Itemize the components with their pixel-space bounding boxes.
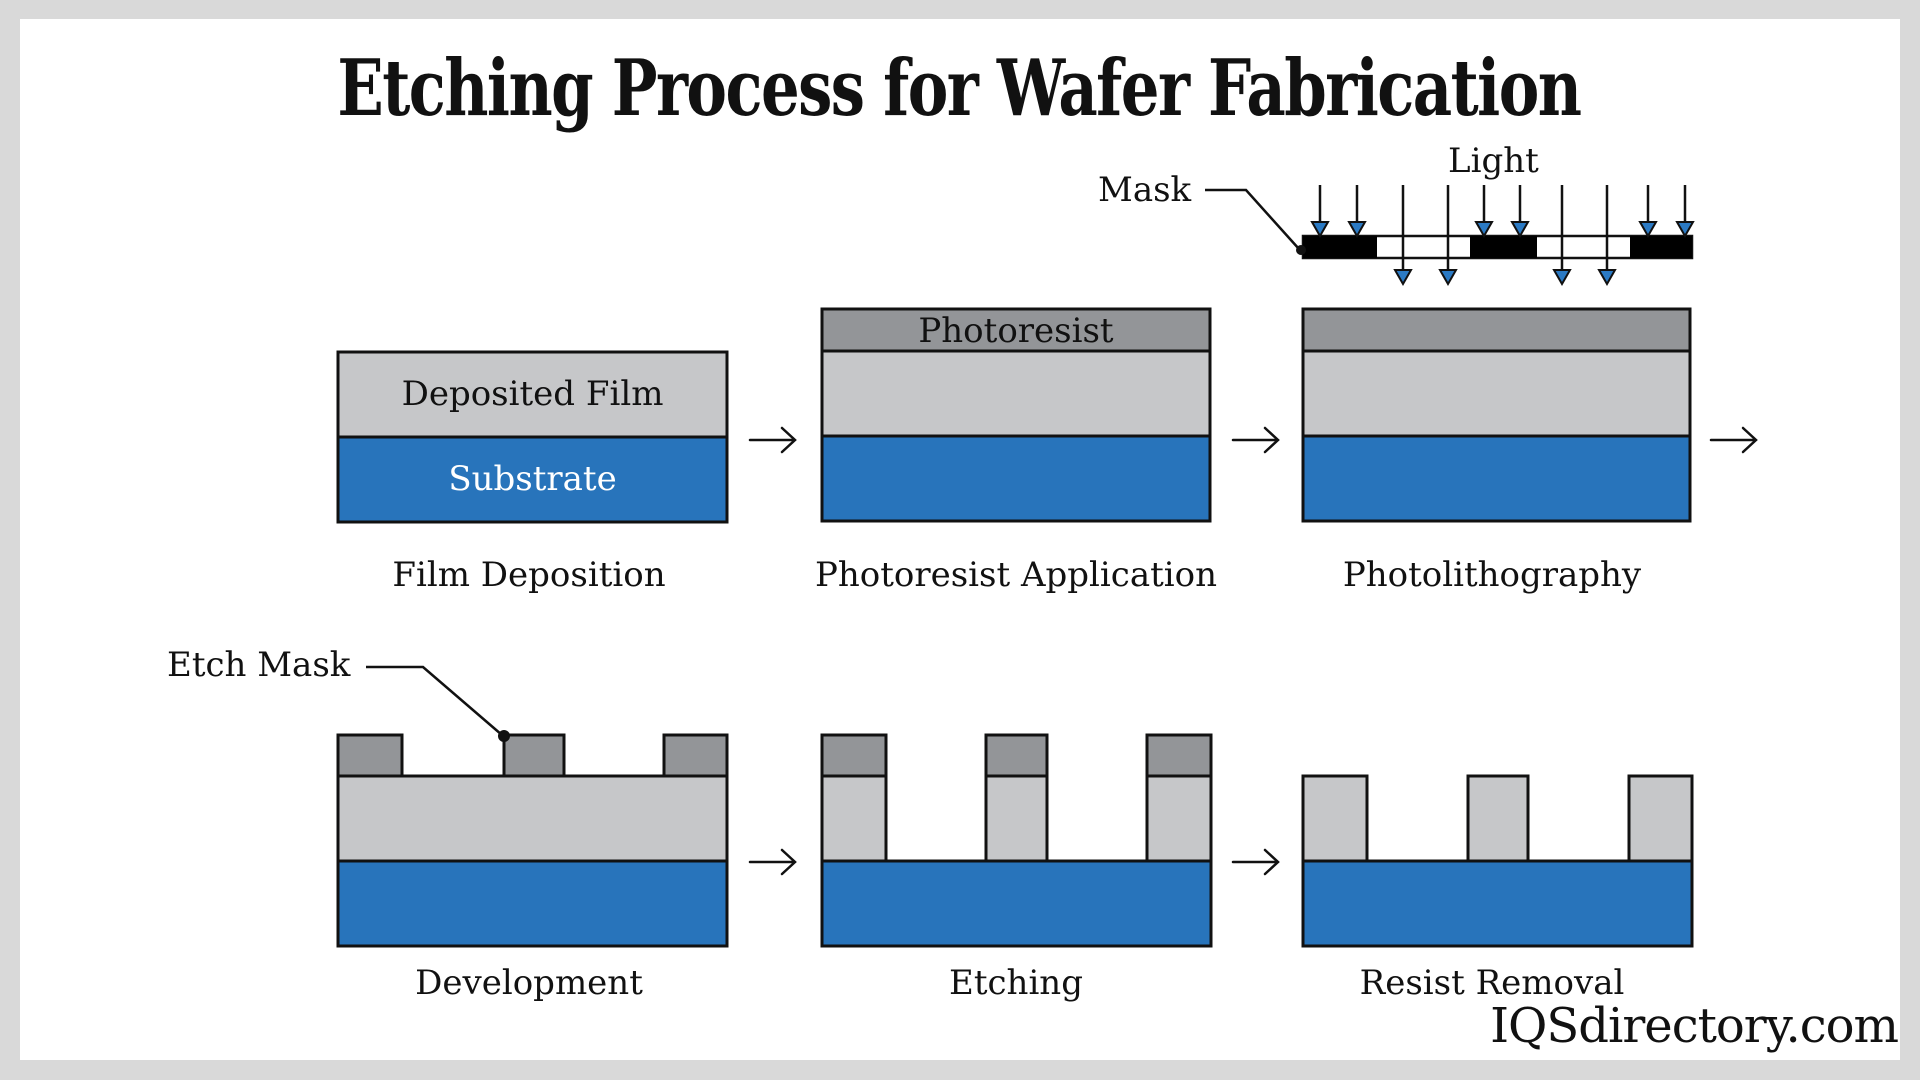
etch-mask-block	[336, 733, 404, 778]
substrate-layer	[1301, 434, 1692, 523]
right-arrow-icon	[1709, 426, 1758, 454]
etch-mask-block	[662, 733, 729, 778]
deposited-film-label: Deposited Film	[401, 374, 664, 414]
photoresist-layer	[1301, 307, 1692, 353]
passing-light-rays	[1393, 185, 1617, 287]
substrate-layer	[336, 435, 729, 524]
mask-leader-dot	[1296, 245, 1306, 255]
light-ray-arrowhead-icon	[1310, 221, 1330, 239]
film-pillar	[820, 774, 888, 863]
mask-leader-line	[1205, 188, 1300, 250]
photomask	[1301, 234, 1694, 260]
blocked-light-rays	[1310, 185, 1695, 239]
film-pillar	[1301, 774, 1369, 863]
diagram-title: Etching Process for Wafer Fabrication	[337, 43, 1582, 134]
light-ray-arrowhead-icon	[1638, 221, 1658, 239]
step-caption: Etching	[949, 963, 1083, 1003]
step-film-deposition	[336, 350, 729, 524]
etch-mask-annotation: Etch Mask	[167, 645, 351, 685]
film-pillar	[984, 774, 1049, 863]
step-caption: Film Deposition	[392, 555, 666, 595]
light-ray-arrowhead-icon	[1510, 221, 1530, 239]
mask-opaque-segment	[1303, 236, 1377, 258]
step-development	[336, 665, 729, 948]
light-ray-arrowhead-icon	[1552, 269, 1572, 287]
film-pillar	[1145, 774, 1213, 863]
photoresist-layer	[820, 307, 1212, 353]
right-arrow-icon	[748, 426, 797, 454]
light-ray-arrowhead-icon	[1474, 221, 1494, 239]
step-caption: Development	[415, 963, 643, 1003]
etch-mask-leader-dot	[498, 730, 510, 742]
substrate-layer	[820, 859, 1213, 948]
step-etching	[820, 733, 1213, 948]
step-caption: Photoresist Application	[814, 555, 1218, 595]
film-layer	[336, 774, 729, 863]
right-arrow-icon	[1231, 848, 1280, 876]
film-pillar	[1466, 774, 1530, 863]
resist-cap	[1145, 733, 1213, 778]
film-layer	[820, 349, 1212, 438]
light-annotation: Light	[1448, 141, 1539, 181]
film-pillar	[1627, 774, 1694, 863]
substrate-label: Substrate	[448, 459, 617, 499]
substrate-layer	[1301, 859, 1694, 948]
mask-opaque-segment	[1470, 236, 1537, 258]
resist-cap	[984, 733, 1049, 778]
step-caption: Photolithography	[1342, 555, 1642, 595]
right-arrow-icon	[1231, 426, 1280, 454]
step-caption: Resist Removal	[1359, 963, 1625, 1003]
substrate-layer	[820, 434, 1212, 523]
film-layer	[1301, 349, 1692, 438]
light-ray-arrowhead-icon	[1347, 221, 1367, 239]
right-arrow-icon	[748, 848, 797, 876]
mask-opaque-segment	[1630, 236, 1692, 258]
light-ray-arrowhead-icon	[1675, 221, 1695, 239]
light-ray-arrowhead-icon	[1393, 269, 1413, 287]
step-photoresist-application	[820, 307, 1212, 523]
photoresist-label: Photoresist	[918, 311, 1114, 351]
resist-cap	[820, 733, 888, 778]
light-ray-arrowhead-icon	[1438, 269, 1458, 287]
brand-logo: IQSdirectory.com	[1490, 998, 1899, 1054]
light-ray-arrowhead-icon	[1597, 269, 1617, 287]
etch-mask-block	[502, 733, 566, 778]
mask-annotation: Mask	[1098, 170, 1192, 210]
etch-mask-leader-line	[366, 665, 503, 736]
step-photolithography	[1205, 185, 1695, 523]
step-resist-removal	[1301, 774, 1694, 948]
substrate-layer	[336, 859, 729, 948]
